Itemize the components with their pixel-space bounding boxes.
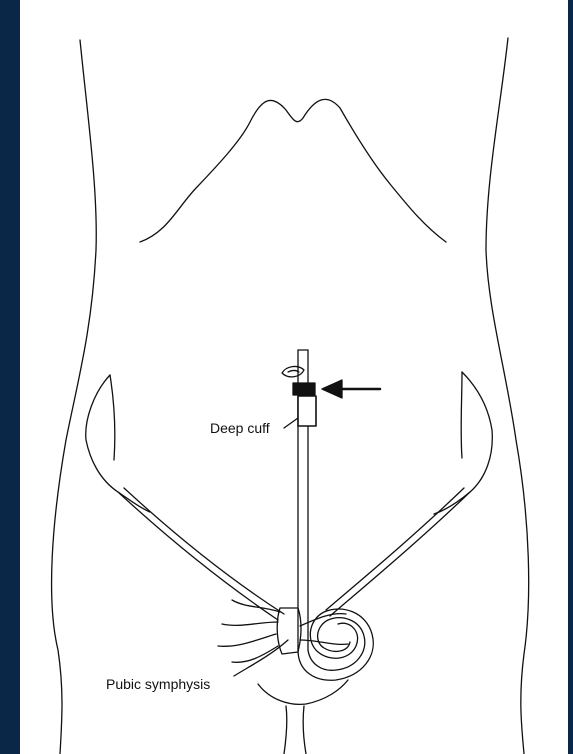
- right-iliac-crest: [434, 372, 492, 514]
- deep-cuff: [298, 396, 316, 426]
- arrow-head: [322, 380, 342, 398]
- pubic-symphysis-label: Pubic symphysis: [106, 676, 210, 692]
- superficial-cuff: [293, 383, 315, 395]
- diagram-panel: Deep cuff Pubic symphysis: [20, 0, 568, 754]
- torso-right-outline: [486, 38, 529, 754]
- deep-cuff-label: Deep cuff: [210, 420, 270, 436]
- left-inguinal-line: [118, 492, 278, 620]
- ribcage-outline: [140, 99, 446, 242]
- deep-cuff-leader: [284, 418, 298, 428]
- navel: [282, 366, 304, 376]
- torso-left-outline: [52, 40, 97, 754]
- abdomen-catheter-drawing: [20, 0, 568, 754]
- pubic-symphysis-leader: [234, 640, 288, 676]
- lower-body-curve: [258, 680, 348, 704]
- right-inguinal-line: [330, 492, 470, 616]
